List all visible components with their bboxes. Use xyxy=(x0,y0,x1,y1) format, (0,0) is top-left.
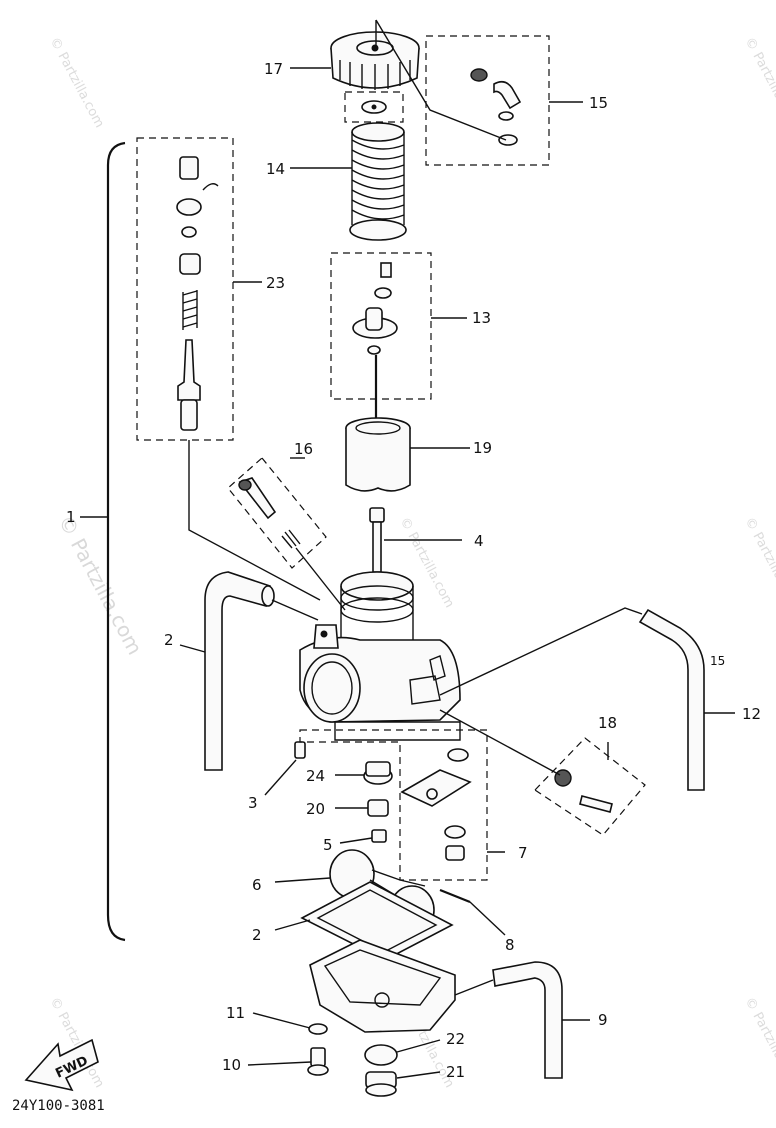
leader-22 xyxy=(396,1039,441,1053)
watermark-right-top: © Partzilla.com xyxy=(741,35,776,131)
callout-7: 7 xyxy=(518,844,528,862)
washer-11-part xyxy=(308,1023,328,1035)
valve-set-part xyxy=(400,748,472,861)
idle-screw-part xyxy=(554,769,613,813)
watermark-top: © Partzilla.com xyxy=(46,35,106,131)
jet-20-part xyxy=(367,799,389,817)
drain-screw-part xyxy=(307,1047,329,1076)
group-box-cap-plug xyxy=(344,91,404,123)
assembly-line-15 xyxy=(375,19,507,141)
watermark-center: © Partzilla.com xyxy=(396,515,456,611)
drain-plug-part xyxy=(364,1044,398,1097)
callout-2-bottom: 2 xyxy=(252,926,262,944)
screw-3-part xyxy=(294,741,306,759)
assembly-line-9 xyxy=(454,979,494,996)
callout-4: 4 xyxy=(474,532,484,550)
leader-5 xyxy=(339,837,373,844)
callout-16: 16 xyxy=(294,440,313,458)
leader-3 xyxy=(264,759,297,796)
overflow-hose-part xyxy=(492,961,563,1079)
callout-15-right: 15 xyxy=(710,654,725,668)
watermark-bottom-right: © Partzilla.com xyxy=(741,995,776,1091)
assembly-bracket xyxy=(106,141,126,942)
callout-13: 13 xyxy=(472,309,491,327)
callout-labels: 1 2 2 3 4 5 6 7 8 9 10 11 12 13 14 15 15… xyxy=(66,60,761,1081)
group-box-13 xyxy=(330,252,432,400)
callout-3: 3 xyxy=(248,794,258,812)
leader-11 xyxy=(252,1012,311,1029)
leader-8 xyxy=(469,901,506,936)
jet-5-part xyxy=(371,829,387,843)
callout-11: 11 xyxy=(226,1004,245,1022)
callout-20: 20 xyxy=(306,800,325,818)
callout-9: 9 xyxy=(598,1011,608,1029)
needle-jet-part xyxy=(369,507,385,573)
callout-6: 6 xyxy=(252,876,262,894)
spring-part xyxy=(349,122,407,241)
group-box-18 xyxy=(534,737,646,836)
leader-21 xyxy=(396,1071,441,1079)
callout-23: 23 xyxy=(266,274,285,292)
callout-21: 21 xyxy=(446,1063,465,1081)
callout-10: 10 xyxy=(222,1056,241,1074)
seat-24-part xyxy=(363,761,393,785)
leader-6 xyxy=(274,877,331,883)
plug-part xyxy=(361,100,387,114)
leader-10 xyxy=(247,1061,312,1066)
callout-5: 5 xyxy=(323,836,333,854)
carburetor-body-part xyxy=(299,571,461,741)
vent-fitting-part xyxy=(470,68,522,146)
float-pin-part xyxy=(439,888,471,904)
watermark-right-mid: © Partzilla.com xyxy=(741,515,776,611)
right-hose-part xyxy=(638,608,705,791)
callout-12: 12 xyxy=(742,705,761,723)
callout-17: 17 xyxy=(264,60,283,78)
leader-2-bottom xyxy=(274,919,311,931)
group-box-16 xyxy=(227,457,327,569)
callout-14: 14 xyxy=(266,160,285,178)
group-box-15 xyxy=(425,35,550,166)
assembly-line-18 xyxy=(439,709,561,776)
throttle-slide-part xyxy=(345,417,411,492)
leader-2-top xyxy=(179,644,206,653)
callout-1: 1 xyxy=(66,508,76,526)
callout-22: 22 xyxy=(446,1030,465,1048)
callout-15: 15 xyxy=(589,94,608,112)
callout-24: 24 xyxy=(306,767,325,785)
assembly-line-right-hose xyxy=(439,607,643,696)
watermark-main: © Partzilla.com xyxy=(54,511,148,659)
assembly-line-23 xyxy=(188,440,321,601)
assembly-line-left-hose xyxy=(271,599,319,621)
assembly-line-16 xyxy=(295,547,346,611)
diagram-code: 24Y100-3081 xyxy=(12,1098,105,1114)
callout-8: 8 xyxy=(505,936,515,954)
forward-direction-marker: FWD xyxy=(24,1038,99,1092)
needle-assembly-part xyxy=(352,262,398,425)
group-box-23 xyxy=(136,137,234,441)
callout-2-top: 2 xyxy=(164,631,174,649)
air-screw-part xyxy=(238,477,301,549)
cap-part xyxy=(330,31,420,90)
callout-19: 19 xyxy=(473,439,492,457)
left-hose-part xyxy=(204,571,275,771)
callout-18: 18 xyxy=(598,714,617,732)
starter-plunger-part xyxy=(176,156,219,431)
float-bowl-part xyxy=(309,939,456,1033)
